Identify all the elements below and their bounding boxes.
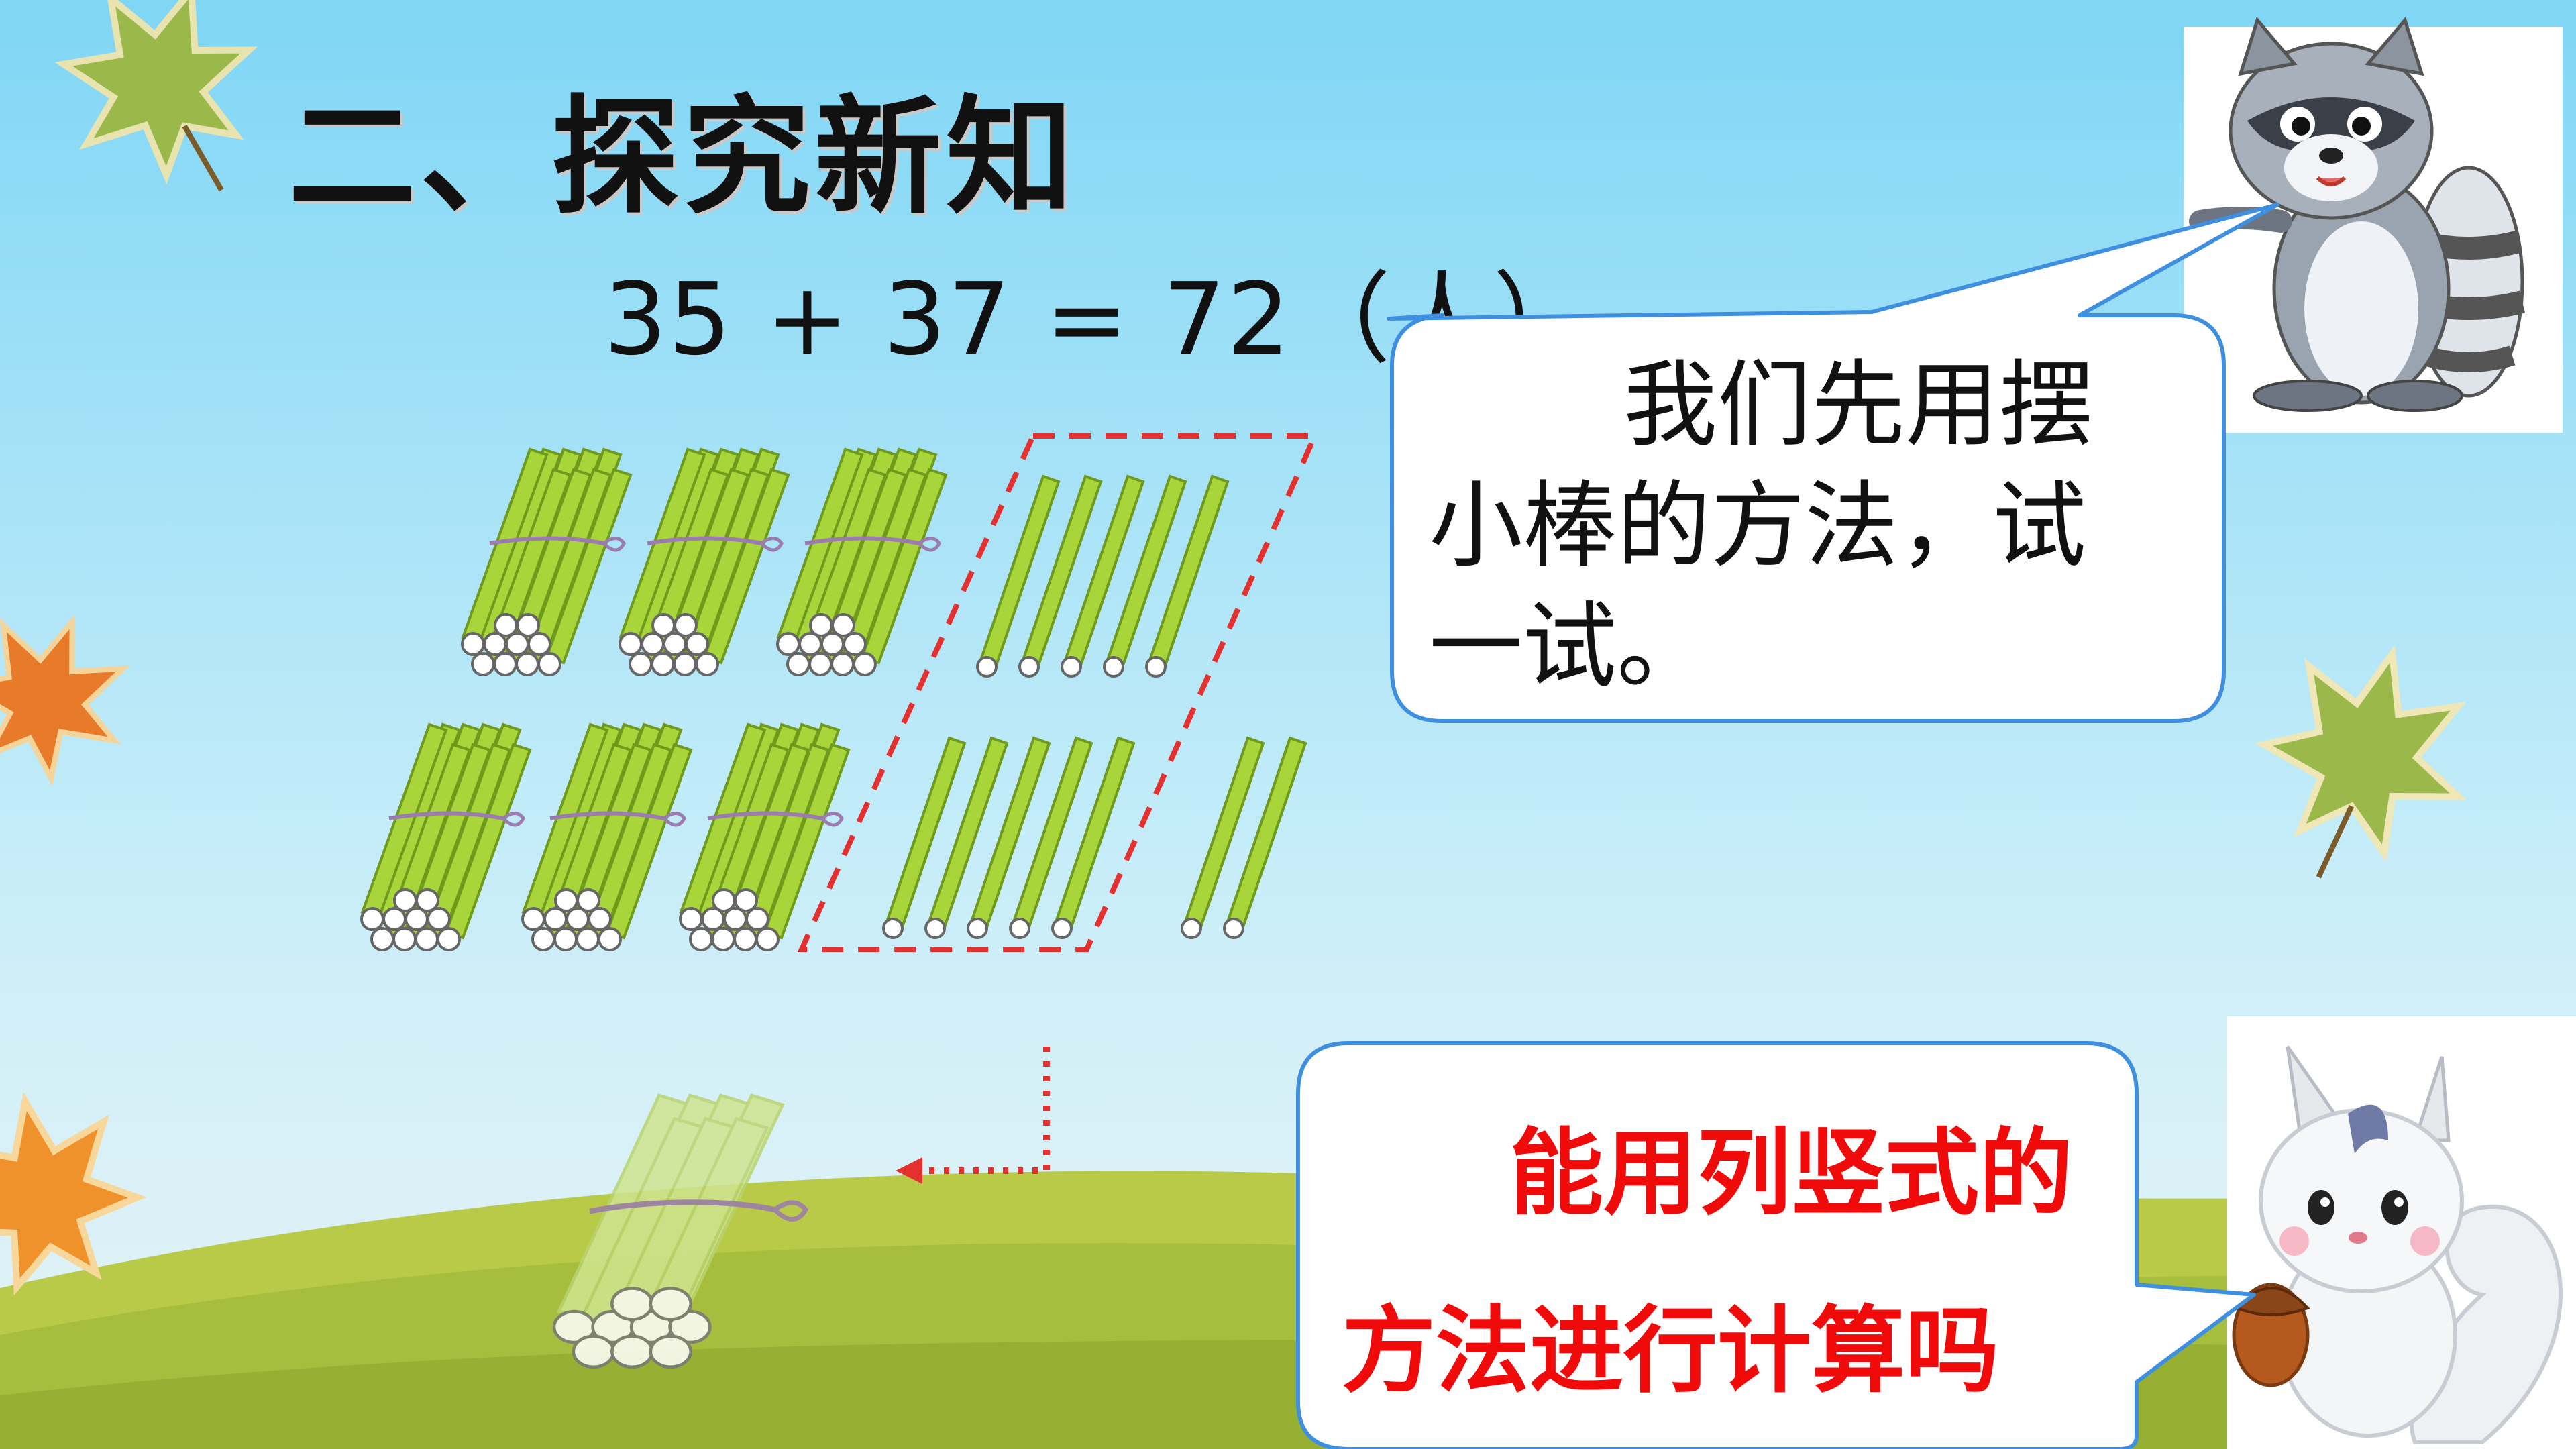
squirrel-speech-bubble bbox=[1296, 1041, 2256, 1449]
maple-leaf-icon bbox=[0, 614, 130, 786]
squirrel-bubble-line-2: 方法进行计算吗 bbox=[1342, 1297, 2000, 1406]
squirrel-bubble-line-1: 能用列竖式的 bbox=[1509, 1119, 2074, 1228]
raccoon-bubble-line-1: 我们先用摆 bbox=[1623, 351, 2094, 460]
maple-leaf-icon bbox=[2255, 645, 2467, 879]
page-title: 二、探究新知 bbox=[288, 83, 1078, 231]
raccoon-speech-bubble bbox=[1387, 203, 2279, 723]
grouping-frame bbox=[797, 433, 1320, 952]
raccoon-bubble-line-2: 小棒的方法，试 bbox=[1429, 472, 2087, 581]
arrow-head-icon bbox=[896, 1157, 922, 1184]
maple-leaf-icon bbox=[0, 1091, 147, 1296]
new-ten-bundle bbox=[552, 1093, 809, 1369]
raccoon-bubble-line-3: 一试。 bbox=[1429, 592, 1711, 702]
maple-leaf-icon bbox=[54, 0, 258, 192]
